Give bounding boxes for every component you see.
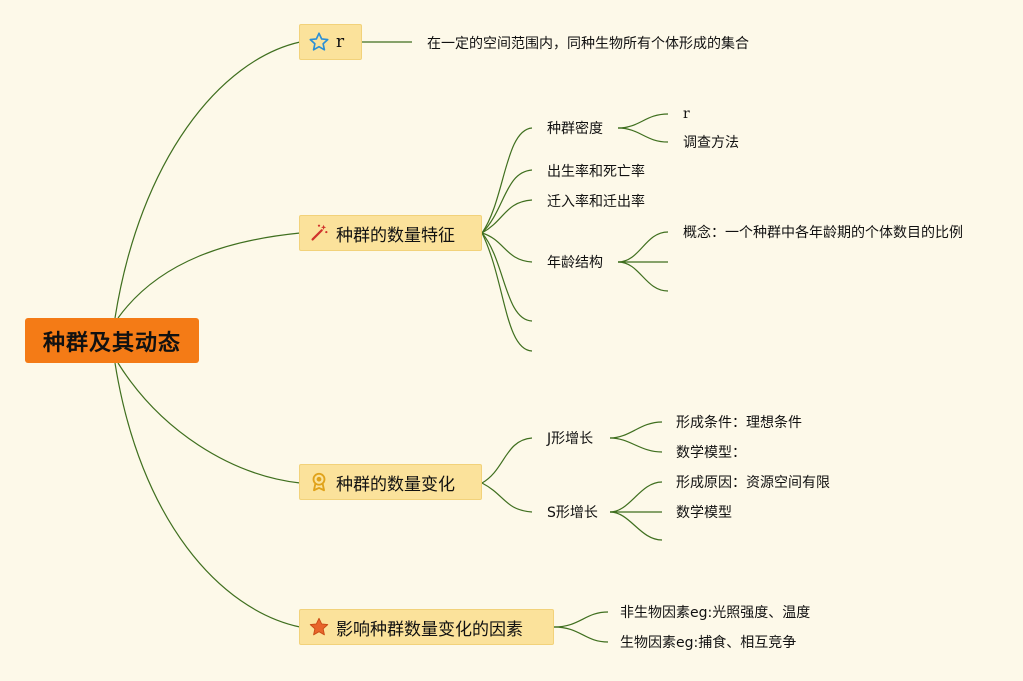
j-condition-text[interactable]: 形成条件：理想条件 [676,415,802,431]
density-node[interactable]: 种群密度 [547,121,603,137]
root-label: 种群及其动态 [42,330,181,356]
star-outline-icon [308,31,330,53]
s-model-text[interactable]: 数学模型 [676,505,732,521]
magic-wand-icon [308,222,330,244]
s-growth-node[interactable]: S形增长 [547,505,598,521]
branch-quantity-change-label: 种群的数量变化 [336,474,455,495]
migration-node[interactable]: 迁入率和迁出率 [547,194,645,210]
age-concept-text[interactable]: 概念：一个种群中各年龄期的个体数目的比例 [683,225,963,241]
density-child-r[interactable]: r [683,106,690,122]
award-medal-icon [308,471,330,493]
biotic-factors-text[interactable]: 生物因素eg:捕食、相互竞争 [620,635,797,651]
branch-definition[interactable]: r [299,24,362,60]
birth-death-node[interactable]: 出生率和死亡率 [547,164,645,180]
branch-definition-label: r [336,32,345,52]
branch-quantity-change[interactable]: 种群的数量变化 [299,464,482,500]
s-cause-text[interactable]: 形成原因：资源空间有限 [676,475,830,491]
abiotic-factors-text[interactable]: 非生物因素eg:光照强度、温度 [620,605,811,621]
branch-quantity-features-label: 种群的数量特征 [336,225,455,246]
root-node[interactable]: 种群及其动态 [25,318,199,363]
age-structure-node[interactable]: 年龄结构 [547,255,603,271]
branch-influencing-factors[interactable]: 影响种群数量变化的因素 [299,609,554,645]
star-filled-icon [308,616,330,638]
branch-influencing-factors-label: 影响种群数量变化的因素 [336,619,523,640]
branch-quantity-features[interactable]: 种群的数量特征 [299,215,482,251]
j-growth-node[interactable]: J形增长 [547,431,594,447]
density-child-survey[interactable]: 调查方法 [683,135,739,151]
j-model-text[interactable]: 数学模型： [676,445,746,461]
definition-text: 在一定的空间范围内，同种生物所有个体形成的集合 [427,36,749,52]
